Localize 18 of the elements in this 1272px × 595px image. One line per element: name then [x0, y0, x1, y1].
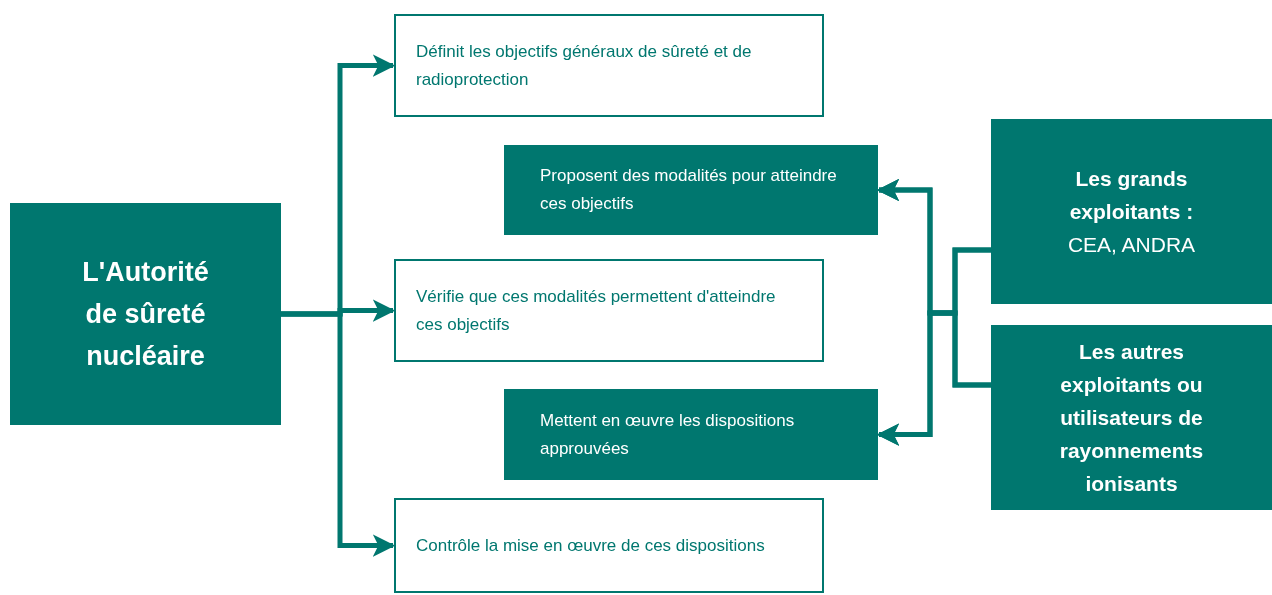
- box-text: L'Autorité de sûreté nucléaire: [81, 256, 210, 373]
- step-box: [504, 389, 878, 480]
- step-box: [394, 259, 824, 362]
- box-text: Proposent des modalités pour atteindre ces objectifs: [540, 165, 838, 215]
- operator-box: [991, 119, 1272, 304]
- authority-box: [10, 203, 281, 425]
- box-text: Mettent en œuvre les dispositions approuvées: [540, 409, 796, 460]
- box-text: Les autres exploitants ou utilisateurs de rayonnements ionisants: [1058, 339, 1205, 497]
- box-text: Définit les objectifs généraux de sûreté et de radioprotection: [416, 40, 753, 91]
- arrow: [281, 311, 396, 557]
- box-text: CEA, ANDRA: [1067, 232, 1196, 258]
- box-text: Vérifie que ces modalités permettent d'atteindre ces objectifs: [416, 285, 777, 336]
- step-box: [394, 498, 824, 593]
- step-box: [394, 14, 824, 117]
- operator-box: [991, 325, 1272, 510]
- box-text: Les grands exploitants :: [1068, 166, 1195, 225]
- step-box: [504, 145, 878, 235]
- box-text: Contrôle la mise en œuvre de ces dispositions: [416, 534, 766, 557]
